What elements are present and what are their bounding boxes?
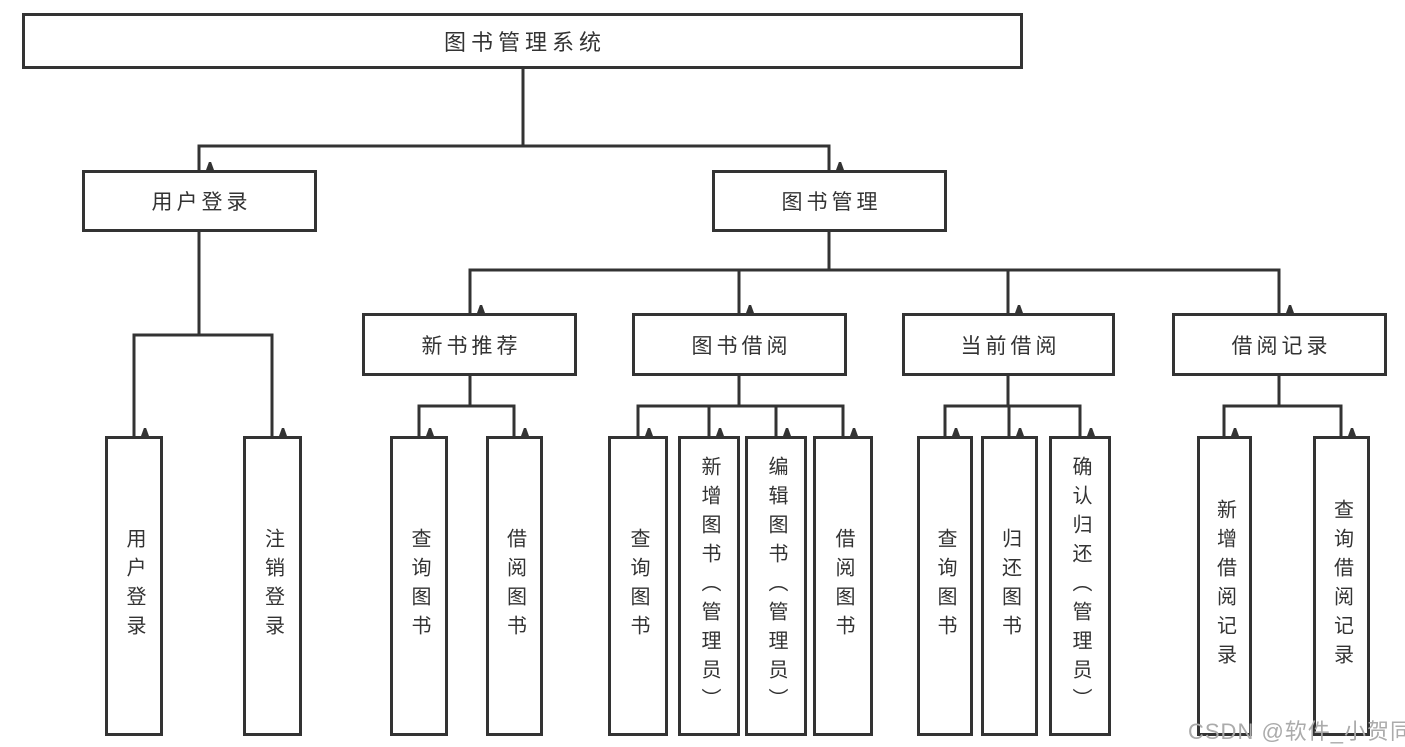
leaf-query-books-borrowing: 查询图书: [608, 436, 668, 736]
leaf-edit-books-admin: 编辑图书（管理员）: [745, 436, 807, 736]
leaf-add-borrow-record: 新增借阅记录: [1197, 436, 1252, 736]
node-new-book-recommend: 新书推荐: [362, 313, 577, 376]
node-borrowing-records: 借阅记录: [1172, 313, 1387, 376]
node-user-login-label: 用户登录: [151, 191, 252, 214]
node-book-borrowing-label: 图书借阅: [691, 334, 792, 358]
node-root-label: 图书管理系统: [443, 30, 606, 55]
leaf-query-books-recommend: 查询图书: [390, 436, 448, 736]
leaf-borrow-books-recommend: 借阅图书: [486, 436, 543, 736]
leaf-query-borrow-record-label: 查询借阅记录: [1330, 499, 1353, 673]
leaf-query-books-borrowing-label: 查询图书: [627, 528, 649, 644]
leaf-add-books-admin-label: 新增图书（管理员）: [698, 455, 720, 717]
leaf-query-books-current: 查询图书: [917, 436, 973, 736]
csdn-watermark: CSDN @软件_小贺同学: [1188, 719, 1405, 744]
node-current-borrowing-label: 当前借阅: [960, 334, 1061, 358]
node-borrowing-records-label: 借阅记录: [1231, 334, 1332, 358]
leaf-query-books-current-label: 查询图书: [934, 528, 956, 644]
leaf-confirm-return-admin: 确认归还（管理员）: [1049, 436, 1111, 736]
leaf-user-login-label: 用户登录: [123, 528, 145, 644]
node-user-login: 用户登录: [82, 170, 317, 232]
leaf-logout-label: 注销登录: [261, 528, 284, 644]
leaf-user-login: 用户登录: [105, 436, 163, 736]
leaf-query-books-recommend-label: 查询图书: [408, 528, 430, 644]
node-book-management: 图书管理: [712, 170, 947, 232]
node-new-book-recommend-label: 新书推荐: [421, 334, 522, 358]
leaf-query-borrow-record: 查询借阅记录: [1313, 436, 1370, 736]
node-book-management-label: 图书管理: [781, 191, 882, 214]
node-current-borrowing: 当前借阅: [902, 313, 1115, 376]
leaf-confirm-return-admin-label: 确认归还（管理员）: [1069, 455, 1091, 717]
leaf-edit-books-admin-label: 编辑图书（管理员）: [765, 455, 787, 717]
leaf-borrow-books: 借阅图书: [813, 436, 873, 736]
leaf-add-borrow-record-label: 新增借阅记录: [1213, 499, 1236, 673]
leaf-return-books-label: 归还图书: [998, 528, 1021, 644]
leaf-borrow-books-label: 借阅图书: [832, 528, 854, 644]
node-book-borrowing: 图书借阅: [632, 313, 847, 376]
leaf-borrow-books-recommend-label: 借阅图书: [503, 528, 526, 644]
node-root-library-system: 图书管理系统: [22, 13, 1023, 69]
leaf-logout: 注销登录: [243, 436, 302, 736]
leaf-return-books: 归还图书: [981, 436, 1038, 736]
leaf-add-books-admin: 新增图书（管理员）: [678, 436, 740, 736]
